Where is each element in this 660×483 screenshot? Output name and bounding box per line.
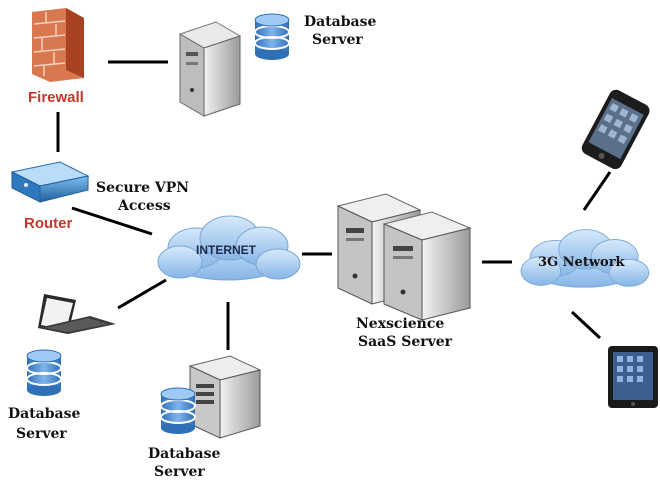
- firewall-icon: [32, 8, 84, 82]
- db-bottom-label-2: Server: [154, 464, 205, 480]
- laptop-icon: [38, 294, 116, 334]
- internet-laptop-link: [117, 278, 167, 310]
- internet-cloud-node: INTERNET: [157, 215, 301, 281]
- 3g-network-label: 3G Network: [538, 255, 626, 270]
- vpn-label-group: Secure VPN Access: [96, 180, 189, 214]
- 3g-phone-link: [582, 171, 612, 211]
- connections: [56, 60, 612, 350]
- database-icon: [254, 13, 290, 61]
- db-left-label-1: Database: [8, 406, 80, 422]
- firewall-label: Firewall: [28, 89, 84, 106]
- 3g-network-node: 3G Network: [520, 229, 650, 288]
- router-label: Router: [24, 215, 72, 232]
- db-bottom-label-1: Database: [148, 446, 220, 462]
- db-top-label-2: Server: [312, 32, 363, 48]
- server-icon: [382, 211, 472, 321]
- internet-label: INTERNET: [196, 243, 257, 257]
- saas-label-1: Nexscience: [356, 316, 444, 332]
- smartphone-icon: [581, 89, 650, 170]
- router-icon: [10, 161, 90, 203]
- database-icon: [26, 349, 62, 397]
- saas-server-node: Nexscience SaaS Server: [336, 193, 472, 350]
- db-top-label-1: Database: [304, 14, 376, 30]
- router-node: Router: [10, 161, 90, 232]
- 3g-tablet-link: [570, 310, 602, 340]
- db-server-left-node: Database Server: [8, 349, 80, 442]
- db-server-bottom-node: Database Server: [148, 355, 262, 480]
- db-server-top-node: Database Server: [178, 13, 376, 117]
- db-left-label-2: Server: [16, 426, 67, 442]
- saas-label-2: SaaS Server: [358, 334, 453, 350]
- server-icon: [178, 21, 242, 117]
- server-icon: [188, 355, 262, 439]
- firewall-node: Firewall: [28, 8, 84, 106]
- tablet-icon: [608, 346, 658, 408]
- vpn-label-1: Secure VPN: [96, 180, 189, 196]
- database-icon: [160, 387, 196, 435]
- router-internet-link: [71, 206, 153, 236]
- vpn-label-2: Access: [117, 198, 171, 214]
